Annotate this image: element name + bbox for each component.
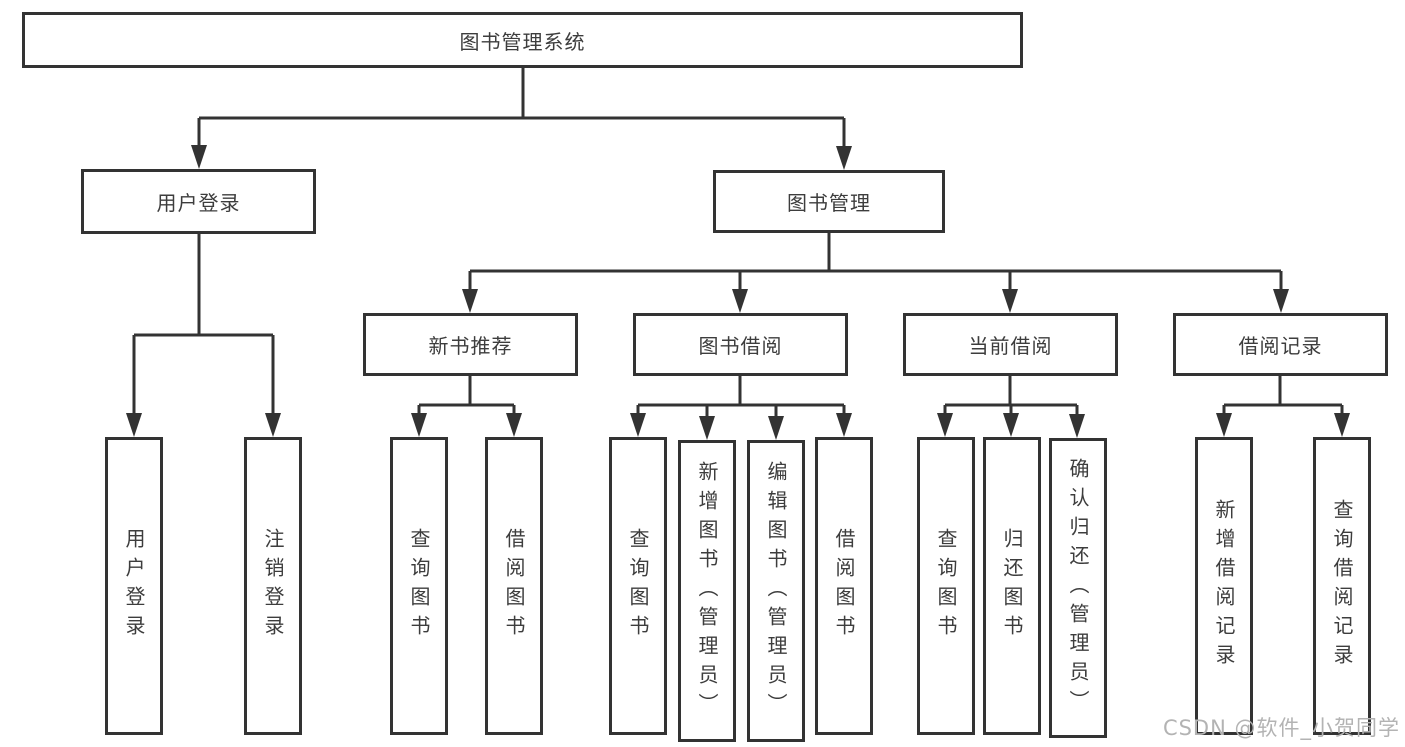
arrowheads-level3 [462, 289, 1289, 313]
leaf-bookborrow-query-books: 查询图书 [609, 437, 667, 735]
leaf-bookborrow-edit-books-admin-label: 编辑图书（管理员） [764, 460, 788, 722]
connector-book-management-to-level3 [468, 233, 1283, 292]
leaf-logout-label: 注销登录 [261, 528, 285, 644]
arrowheads-user-login-leaves [126, 413, 281, 437]
leaf-bookborrow-query-books-label: 查询图书 [626, 528, 650, 644]
leaf-user-login-label: 用户登录 [122, 528, 146, 644]
leaf-logout: 注销登录 [244, 437, 302, 735]
leaf-newbook-query-books: 查询图书 [390, 437, 448, 735]
leaf-records-add-borrow-record: 新增借阅记录 [1195, 437, 1253, 735]
node-book-management: 图书管理 [713, 170, 945, 233]
leaf-currentborrow-query-books: 查询图书 [917, 437, 975, 735]
connector-user-login-to-leaves [132, 234, 275, 416]
arrowheads-new-book-leaves [411, 413, 522, 437]
leaf-currentborrow-confirm-return-admin: 确认归还（管理员） [1049, 438, 1107, 738]
leaf-newbook-borrow-books: 借阅图书 [485, 437, 543, 735]
arrowheads-borrow-records-leaves [1216, 413, 1350, 437]
arrowheads-level2 [191, 145, 852, 170]
leaf-currentborrow-return-books: 归还图书 [983, 437, 1041, 735]
connector-book-borrow-to-leaves [636, 376, 846, 418]
node-new-book-recommend: 新书推荐 [363, 313, 578, 376]
leaf-newbook-borrow-books-label: 借阅图书 [502, 528, 526, 644]
node-user-login: 用户登录 [81, 169, 316, 234]
connector-current-borrow-to-leaves [943, 376, 1079, 417]
leaf-currentborrow-query-books-label: 查询图书 [934, 528, 958, 644]
leaf-records-query-borrow-record: 查询借阅记录 [1313, 437, 1371, 735]
leaf-bookborrow-add-books-admin-label: 新增图书（管理员） [695, 460, 719, 722]
leaf-currentborrow-confirm-return-admin-label: 确认归还（管理员） [1066, 457, 1090, 719]
arrowheads-book-borrow-leaves [630, 413, 852, 440]
node-current-borrow: 当前借阅 [903, 313, 1118, 376]
leaf-user-login: 用户登录 [105, 437, 163, 735]
connector-new-book-to-leaves [417, 376, 516, 416]
leaf-bookborrow-add-books-admin: 新增图书（管理员） [678, 440, 736, 742]
leaf-bookborrow-borrow-books: 借阅图书 [815, 437, 873, 735]
leaf-currentborrow-return-books-label: 归还图书 [1000, 528, 1024, 644]
leaf-records-query-borrow-record-label: 查询借阅记录 [1330, 499, 1354, 673]
leaf-bookborrow-borrow-books-label: 借阅图书 [832, 528, 856, 644]
connector-borrow-records-to-leaves [1222, 376, 1344, 416]
arrowheads-current-borrow-leaves [937, 413, 1085, 438]
leaf-bookborrow-edit-books-admin: 编辑图书（管理员） [747, 440, 805, 742]
node-book-borrow: 图书借阅 [633, 313, 848, 376]
node-root-library-system: 图书管理系统 [22, 12, 1023, 68]
leaf-records-add-borrow-record-label: 新增借阅记录 [1212, 499, 1236, 673]
leaf-newbook-query-books-label: 查询图书 [407, 528, 431, 644]
node-borrow-records: 借阅记录 [1173, 313, 1388, 376]
connector-root-to-level2 [197, 66, 846, 149]
csdn-watermark: CSDN @软件_小贺同学 [1162, 716, 1400, 740]
